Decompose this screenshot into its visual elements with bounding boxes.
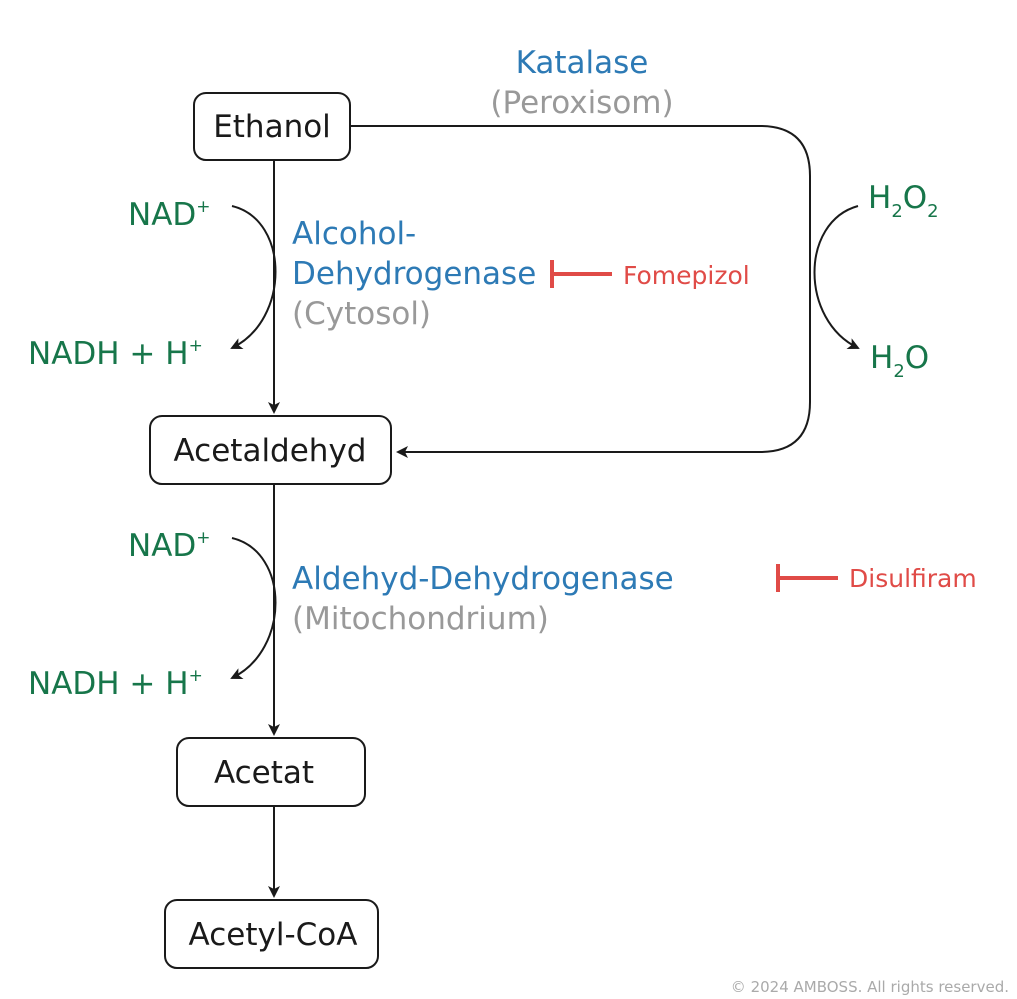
enzyme-catalase-name: Katalase: [516, 45, 649, 81]
enzyme-aldh-location: (Mitochondrium): [292, 601, 549, 637]
node-ethanol-label: Ethanol: [213, 109, 331, 145]
inhibition-bar-fomepizol: [550, 260, 612, 288]
node-acetate: Acetat: [176, 737, 366, 807]
inhibition-bar-disulfiram: [776, 564, 838, 592]
cofactor-nad-step1: NAD+: [128, 197, 211, 233]
node-acetaldehyde: Acetaldehyd: [149, 415, 392, 485]
inhibitor-disulfiram: Disulfiram: [776, 564, 977, 593]
arrow-cofactor-catalase: [813, 205, 860, 350]
enzyme-adh-location: (Cytosol): [292, 296, 431, 332]
inhibitor-fomepizol: Fomepizol: [550, 260, 750, 290]
node-acetyl-coa: Acetyl-CoA: [164, 899, 379, 969]
arrow-cofactor-step2: [230, 537, 277, 680]
cofactor-nad-step2: NAD+: [128, 528, 211, 564]
cofactor-nadh-step2: NADH + H+: [28, 666, 203, 702]
node-ethanol: Ethanol: [193, 92, 351, 161]
enzyme-aldh-name: Aldehyd-Dehydrogenase: [292, 561, 674, 597]
enzyme-adh-name-line1: Alcohol-: [292, 216, 416, 252]
cofactor-nadh-step1: NADH + H+: [28, 336, 203, 372]
inhibitor-disulfiram-label: Disulfiram: [849, 564, 977, 593]
inhibitor-fomepizol-label: Fomepizol: [623, 261, 750, 290]
copyright-notice: © 2024 AMBOSS. All rights reserved.: [731, 978, 1009, 996]
enzyme-catalase-location: (Peroxisom): [490, 85, 673, 121]
arrow-catalase-route: [350, 125, 811, 458]
cofactor-h2o: H2O: [870, 340, 929, 382]
node-acetaldehyde-label: Acetaldehyd: [174, 433, 367, 469]
cofactor-h2o2: H2O2: [868, 180, 939, 222]
enzyme-adh-name-line2: Dehydrogenase: [292, 256, 536, 292]
node-acetyl-coa-label: Acetyl-CoA: [189, 917, 358, 953]
arrow-cofactor-step1: [230, 205, 277, 350]
node-acetate-label: Acetat: [214, 755, 314, 791]
